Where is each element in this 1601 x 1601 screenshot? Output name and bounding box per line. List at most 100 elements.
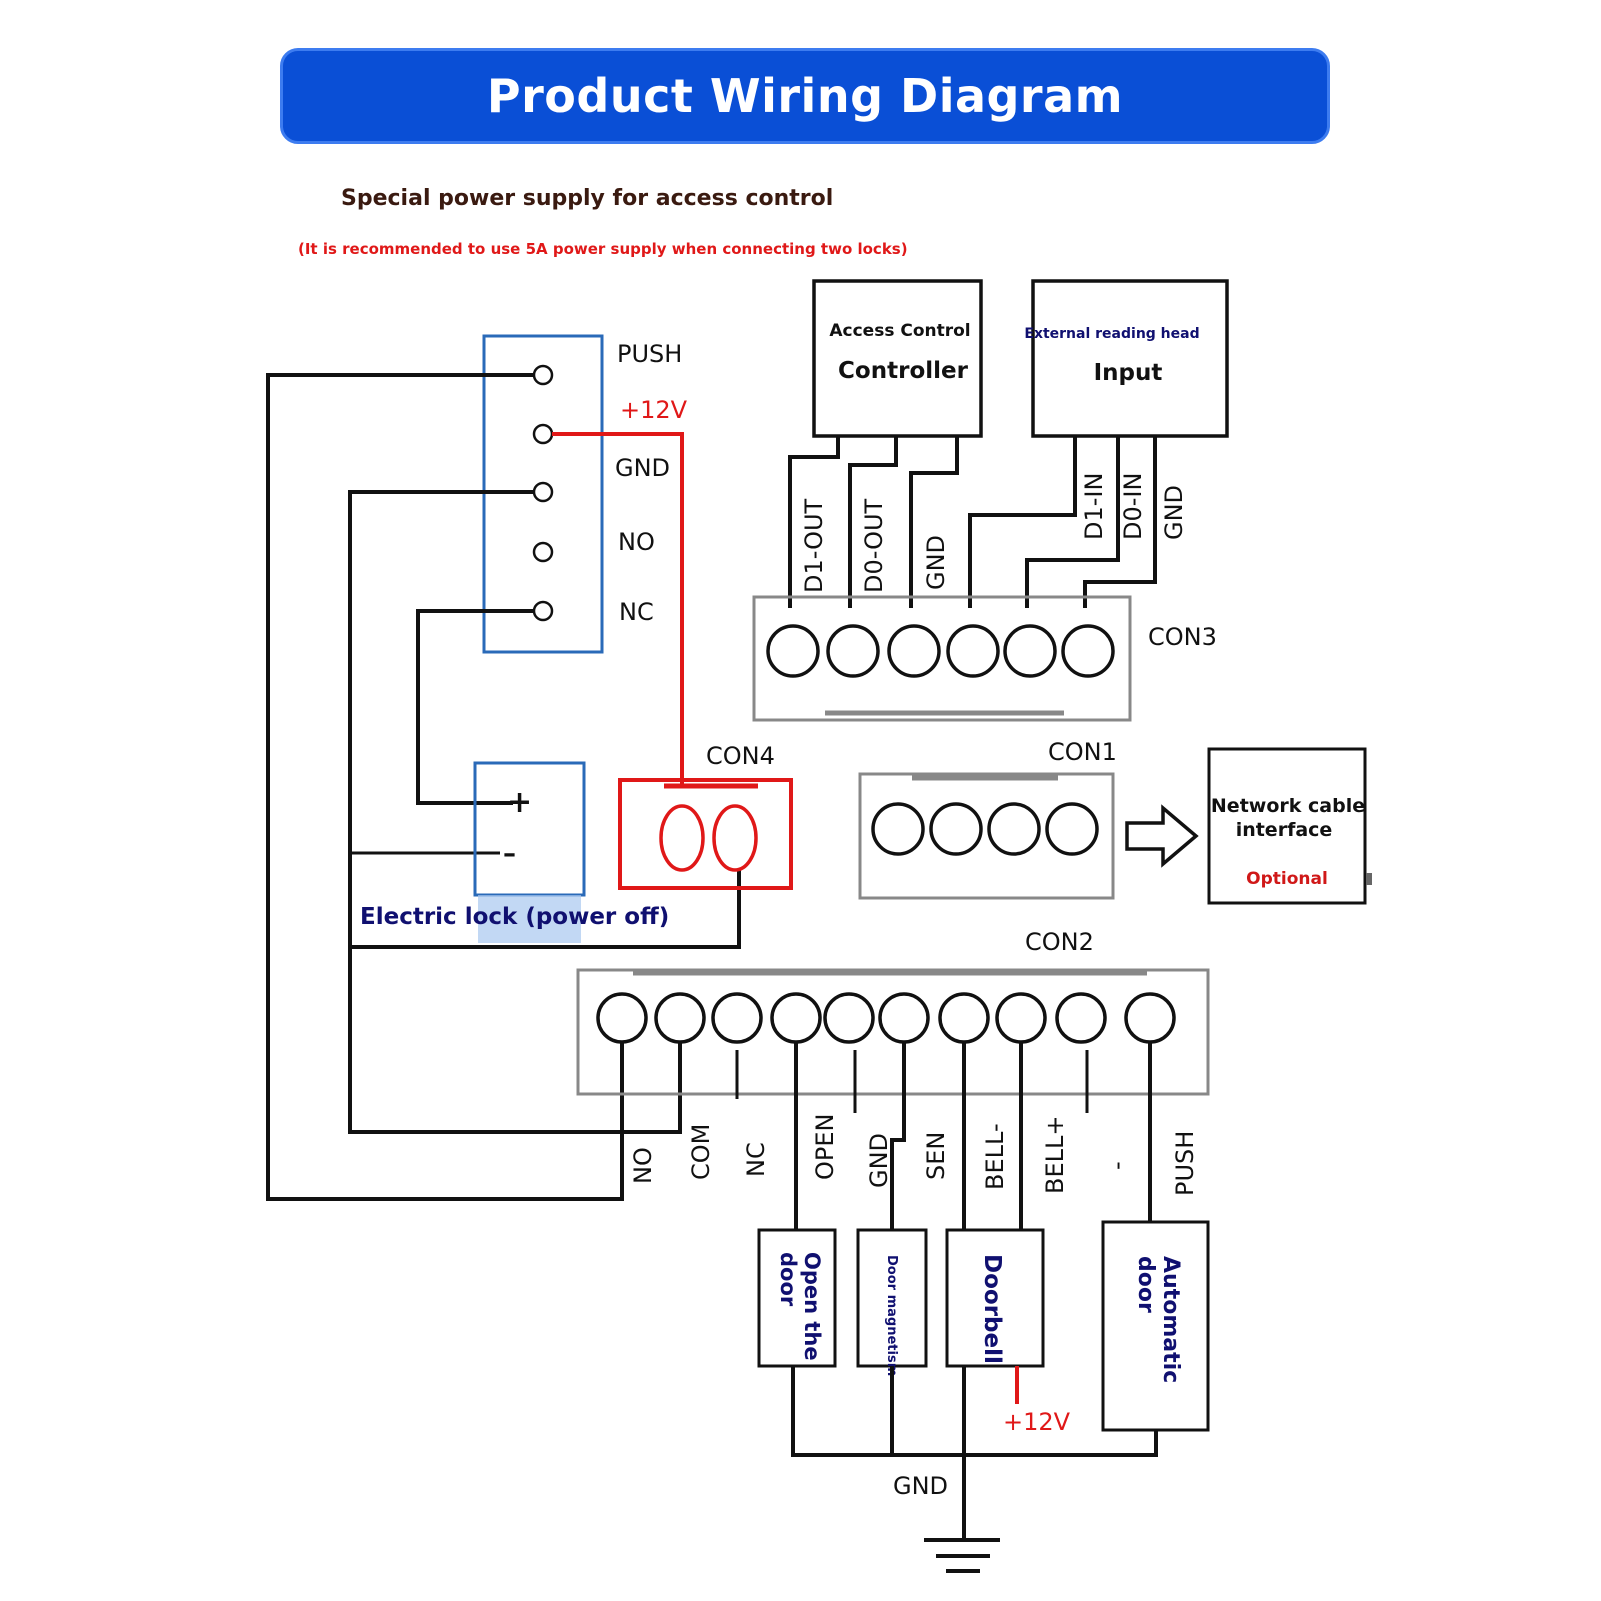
- con3-pin-label-gnd-2: GND: [1160, 485, 1188, 540]
- lock-plus-sign: +: [507, 785, 532, 820]
- con2-terminal: [823, 992, 875, 1044]
- terminal-12v: [532, 423, 554, 445]
- arrow-right-icon: [1125, 804, 1199, 868]
- con2-pin-label-no: NO: [629, 1147, 657, 1184]
- wire-d1-out: [788, 437, 840, 608]
- con2-label: CON2: [1025, 928, 1094, 956]
- con1-terminal: [929, 802, 983, 856]
- con1-terminals: [871, 802, 1099, 856]
- con3-label: CON3: [1148, 623, 1217, 651]
- con3-terminals: [766, 624, 1115, 678]
- terminal-label-no: NO: [618, 528, 655, 556]
- con1-terminal: [871, 802, 925, 856]
- con3-terminal: [1003, 624, 1057, 678]
- doorbell-box: [945, 1228, 1045, 1368]
- reader-line1: External reading head: [1024, 326, 1199, 342]
- con2-pin-label-open: OPEN: [811, 1114, 839, 1180]
- reader-box: [1031, 279, 1229, 438]
- terminal-nc: [532, 600, 554, 622]
- title-banner: Product Wiring Diagram: [280, 48, 1330, 144]
- con3-box: [752, 595, 1132, 722]
- con2-pin-label-minus: -: [1103, 1161, 1131, 1170]
- reader-line2: Input: [1094, 360, 1163, 386]
- wire-d0-in: [1025, 437, 1120, 608]
- con2-pin-label-push: PUSH: [1171, 1131, 1199, 1196]
- con2-terminals: [596, 992, 1176, 1044]
- con4-terminal-2: [712, 804, 758, 872]
- con1-terminal: [1045, 802, 1099, 856]
- open-door-line2: door: [776, 1252, 800, 1307]
- wire-ctrl-gnd: [909, 437, 959, 608]
- network-line2: interface: [1236, 819, 1333, 841]
- wire-d1-in: [968, 437, 1077, 608]
- con2-terminal: [770, 992, 822, 1044]
- automatic-door-line2: door: [1133, 1256, 1158, 1313]
- wire-d0-out: [848, 437, 898, 608]
- open-door-line1: Open the: [800, 1252, 824, 1361]
- con2-leads: [735, 1050, 1089, 1113]
- con3-terminal: [887, 624, 941, 678]
- terminal-push: [532, 364, 554, 386]
- con2-terminal: [995, 992, 1047, 1044]
- con2-terminal: [596, 992, 648, 1044]
- con2-box: [576, 968, 1210, 1096]
- recommendation-note: (It is recommended to use 5A power suppl…: [298, 240, 908, 258]
- con2-terminal: [878, 992, 930, 1044]
- doorbell-label: Doorbell: [979, 1254, 1005, 1364]
- network-interface-tab: [1366, 873, 1372, 885]
- network-interface-box: [1207, 747, 1367, 905]
- wire-push-to-no: [266, 373, 624, 1201]
- terminal-label-push: PUSH: [617, 340, 682, 368]
- con4-label: CON4: [706, 742, 775, 770]
- con2-pin-label-com: COM: [687, 1124, 715, 1180]
- door-magnetism-label: Door magnetism: [884, 1255, 899, 1376]
- wire-sen-to-door-magnet: [890, 1043, 906, 1230]
- con2-pin-label-sen: SEN: [922, 1132, 950, 1180]
- con2-pin-label-bell-minus: BELL-: [981, 1123, 1009, 1190]
- con4-box: [618, 778, 793, 890]
- doorbell-12v-label: +12V: [1003, 1408, 1071, 1436]
- subtitle: Special power supply for access control: [341, 186, 834, 211]
- open-door-box: [757, 1228, 837, 1368]
- terminal-label-gnd: GND: [615, 454, 670, 482]
- con1-terminal: [987, 802, 1041, 856]
- terminal-no: [532, 541, 554, 563]
- automatic-door-box: [1101, 1220, 1210, 1432]
- electric-lock-box: [473, 761, 586, 897]
- con3-pin-label-gnd: GND: [922, 535, 950, 590]
- con3-pin-label-d1-out: D1-OUT: [800, 498, 828, 593]
- con3-pin-label-d0-in: D0-IN: [1119, 473, 1147, 540]
- con3-terminal: [1061, 624, 1115, 678]
- con1-label: CON1: [1048, 738, 1117, 766]
- con2-terminal: [711, 992, 763, 1044]
- wire-gnd-to-com: [348, 490, 682, 1134]
- access-controller-box: [812, 279, 983, 438]
- con1-box: [858, 772, 1115, 900]
- terminal-gnd: [532, 481, 554, 503]
- wire-reader-gnd: [1083, 437, 1157, 608]
- con2-terminal: [654, 992, 706, 1044]
- controller-line2: Controller: [838, 358, 969, 384]
- con2-pin-label-nc: NC: [742, 1142, 770, 1177]
- network-optional: Optional: [1246, 869, 1328, 889]
- automatic-door-line1: Automatic: [1158, 1256, 1183, 1383]
- con2-terminal: [1055, 992, 1107, 1044]
- controller-line1: Access Control: [829, 321, 970, 341]
- electric-lock-label: Electric lock (power off): [360, 904, 669, 930]
- wire-nc-to-lock-plus: [416, 609, 534, 805]
- terminal-label-12v: +12V: [620, 396, 688, 424]
- terminal-label-nc: NC: [619, 598, 654, 626]
- lock-minus-sign: –: [503, 839, 516, 869]
- con2-terminal: [1124, 992, 1176, 1044]
- con3-pin-label-d1-in: D1-IN: [1080, 473, 1108, 540]
- con3-terminal: [766, 624, 820, 678]
- ground-bus: [791, 1366, 1158, 1457]
- con3-terminal: [946, 624, 1000, 678]
- con2-terminal: [938, 992, 990, 1044]
- ground-label: GND: [893, 1472, 948, 1500]
- con4-terminal-1: [659, 804, 705, 872]
- page-title: Product Wiring Diagram: [486, 69, 1124, 123]
- wire-12v-to-con4: [552, 432, 684, 786]
- ground-symbol-icon: [924, 1538, 1000, 1573]
